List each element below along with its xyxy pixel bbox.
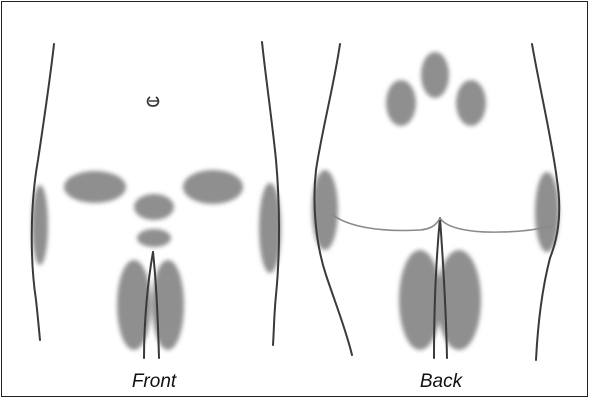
front-right-abdomen-site — [183, 170, 243, 204]
back-view-label: Back — [381, 371, 501, 393]
navel-icon — [148, 97, 159, 106]
front-lower-abdomen-site — [134, 194, 174, 220]
back-left-gluteal-fold-line — [333, 215, 440, 230]
front-view-label: Front — [94, 371, 214, 393]
front-view — [32, 42, 281, 358]
back-right-lumbar-site — [456, 80, 486, 126]
front-left-thigh-outer-site — [32, 185, 48, 265]
back-right-gluteal-fold-line — [440, 218, 552, 232]
front-left-abdomen-site — [64, 171, 126, 203]
back-left-lumbar-site — [386, 80, 416, 126]
front-pubic-site — [137, 229, 171, 247]
back-view — [312, 44, 559, 360]
back-upper-center-site — [421, 52, 449, 98]
